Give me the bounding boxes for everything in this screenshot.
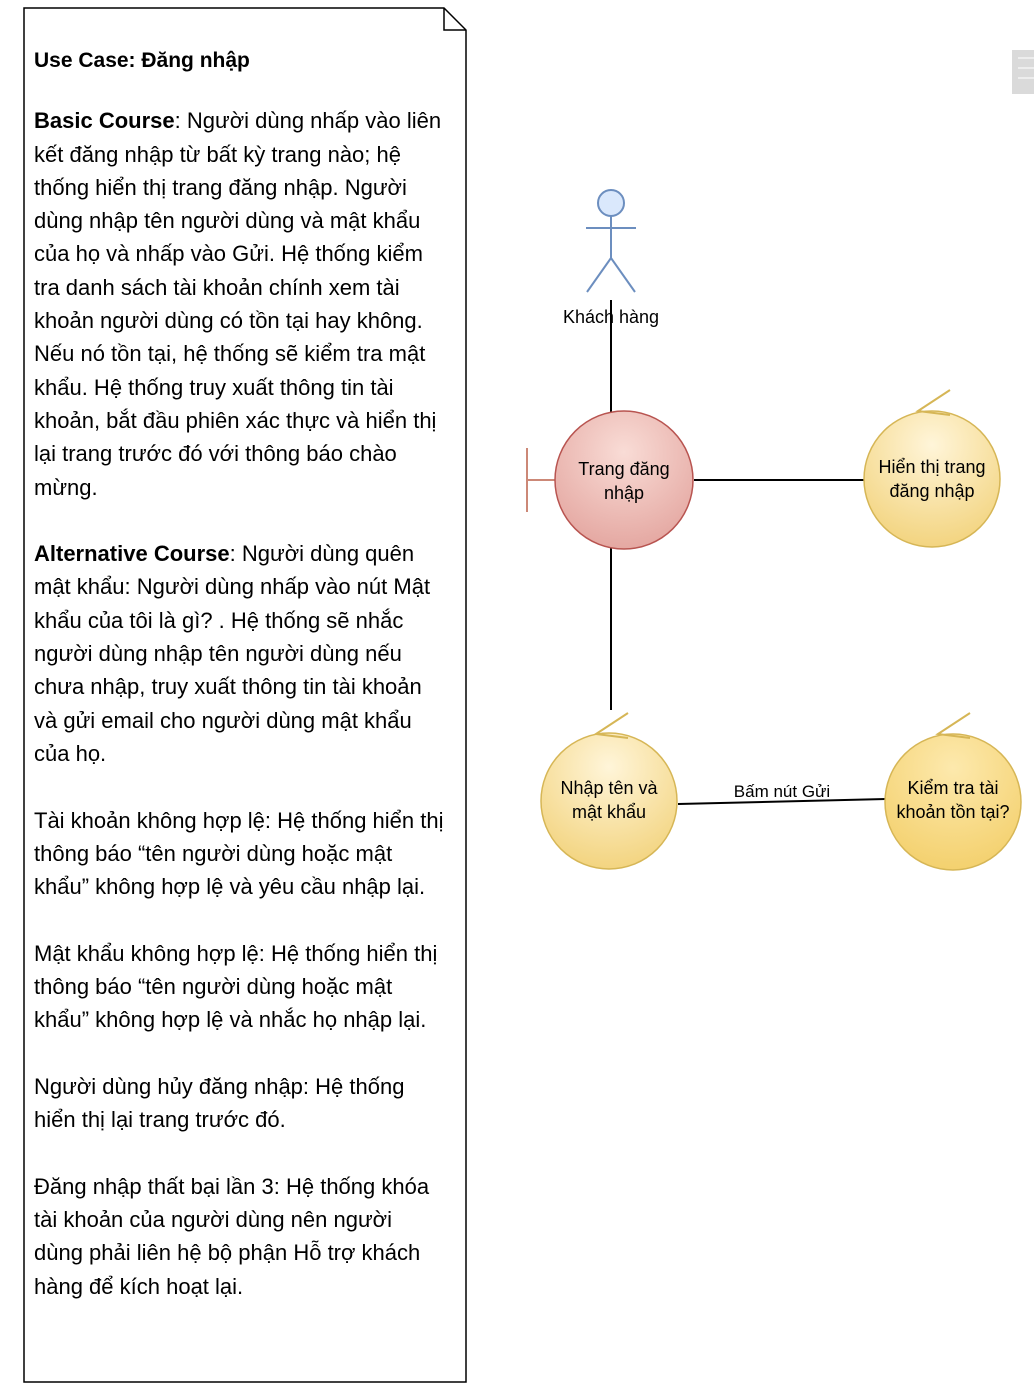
boundary-label-line1: Trang đăng — [578, 459, 669, 479]
note-third-failure: Đăng nhập thất bại lần 3: Hệ thống khóa … — [34, 1173, 430, 1299]
note-basic-course: Basic Course: Người dùng nhấp vào liên k… — [34, 104, 446, 504]
alt-course-label: Alternative Course — [34, 541, 230, 567]
use-case-note — [23, 7, 467, 1383]
control-check-label-line2: khoản tồn tại? — [896, 802, 1009, 822]
control-enter-label-line1: Nhập tên và — [560, 778, 658, 798]
basic-course-label: Basic Course — [34, 108, 175, 134]
edge-submit-label: Bấm nút Gửi — [734, 782, 830, 801]
control-display-login[interactable]: Hiển thị trang đăng nhập — [863, 389, 1001, 548]
note-title: Use Case: Đăng nhập — [34, 49, 250, 72]
basic-course-text: : Người dùng nhấp vào liên kết đăng nhập… — [34, 108, 442, 500]
actor-label: Khách hàng — [563, 307, 659, 327]
boundary-login-page[interactable]: Trang đăng nhập — [526, 410, 694, 550]
control-check-account[interactable]: Kiểm tra tài khoản tồn tại? — [884, 712, 1022, 871]
note-invalid-account: Tài khoản không hợp lệ: Hệ thống hiển th… — [34, 807, 444, 900]
ruler-icon — [1012, 50, 1034, 94]
note-invalid-password: Mật khẩu không hợp lệ: Hệ thống hiển thị… — [34, 940, 438, 1033]
actor-head — [597, 189, 625, 217]
control-display-label-line1: Hiển thị trang — [878, 457, 985, 477]
note-alternative-course: Alternative Course: Người dùng quên mật … — [34, 537, 446, 770]
edge-enter-check — [677, 798, 887, 805]
boundary-label-line2: nhập — [604, 483, 644, 503]
control-enter-label-line2: mật khẩu — [572, 802, 646, 822]
control-enter-credentials[interactable]: Nhập tên và mật khẩu — [540, 712, 678, 870]
control-display-label-line2: đăng nhập — [889, 481, 974, 501]
actor-customer[interactable]: Khách hàng — [563, 189, 659, 327]
note-cancel-login: Người dùng hủy đăng nhập: Hệ thống hiển … — [34, 1073, 405, 1133]
use-case-note-text: Use Case: Đăng nhập Basic Course: Người … — [34, 44, 446, 1303]
alt-course-text: : Người dùng quên mật khẩu: Người dùng n… — [34, 541, 431, 766]
control-check-label-line1: Kiểm tra tài — [907, 778, 998, 798]
